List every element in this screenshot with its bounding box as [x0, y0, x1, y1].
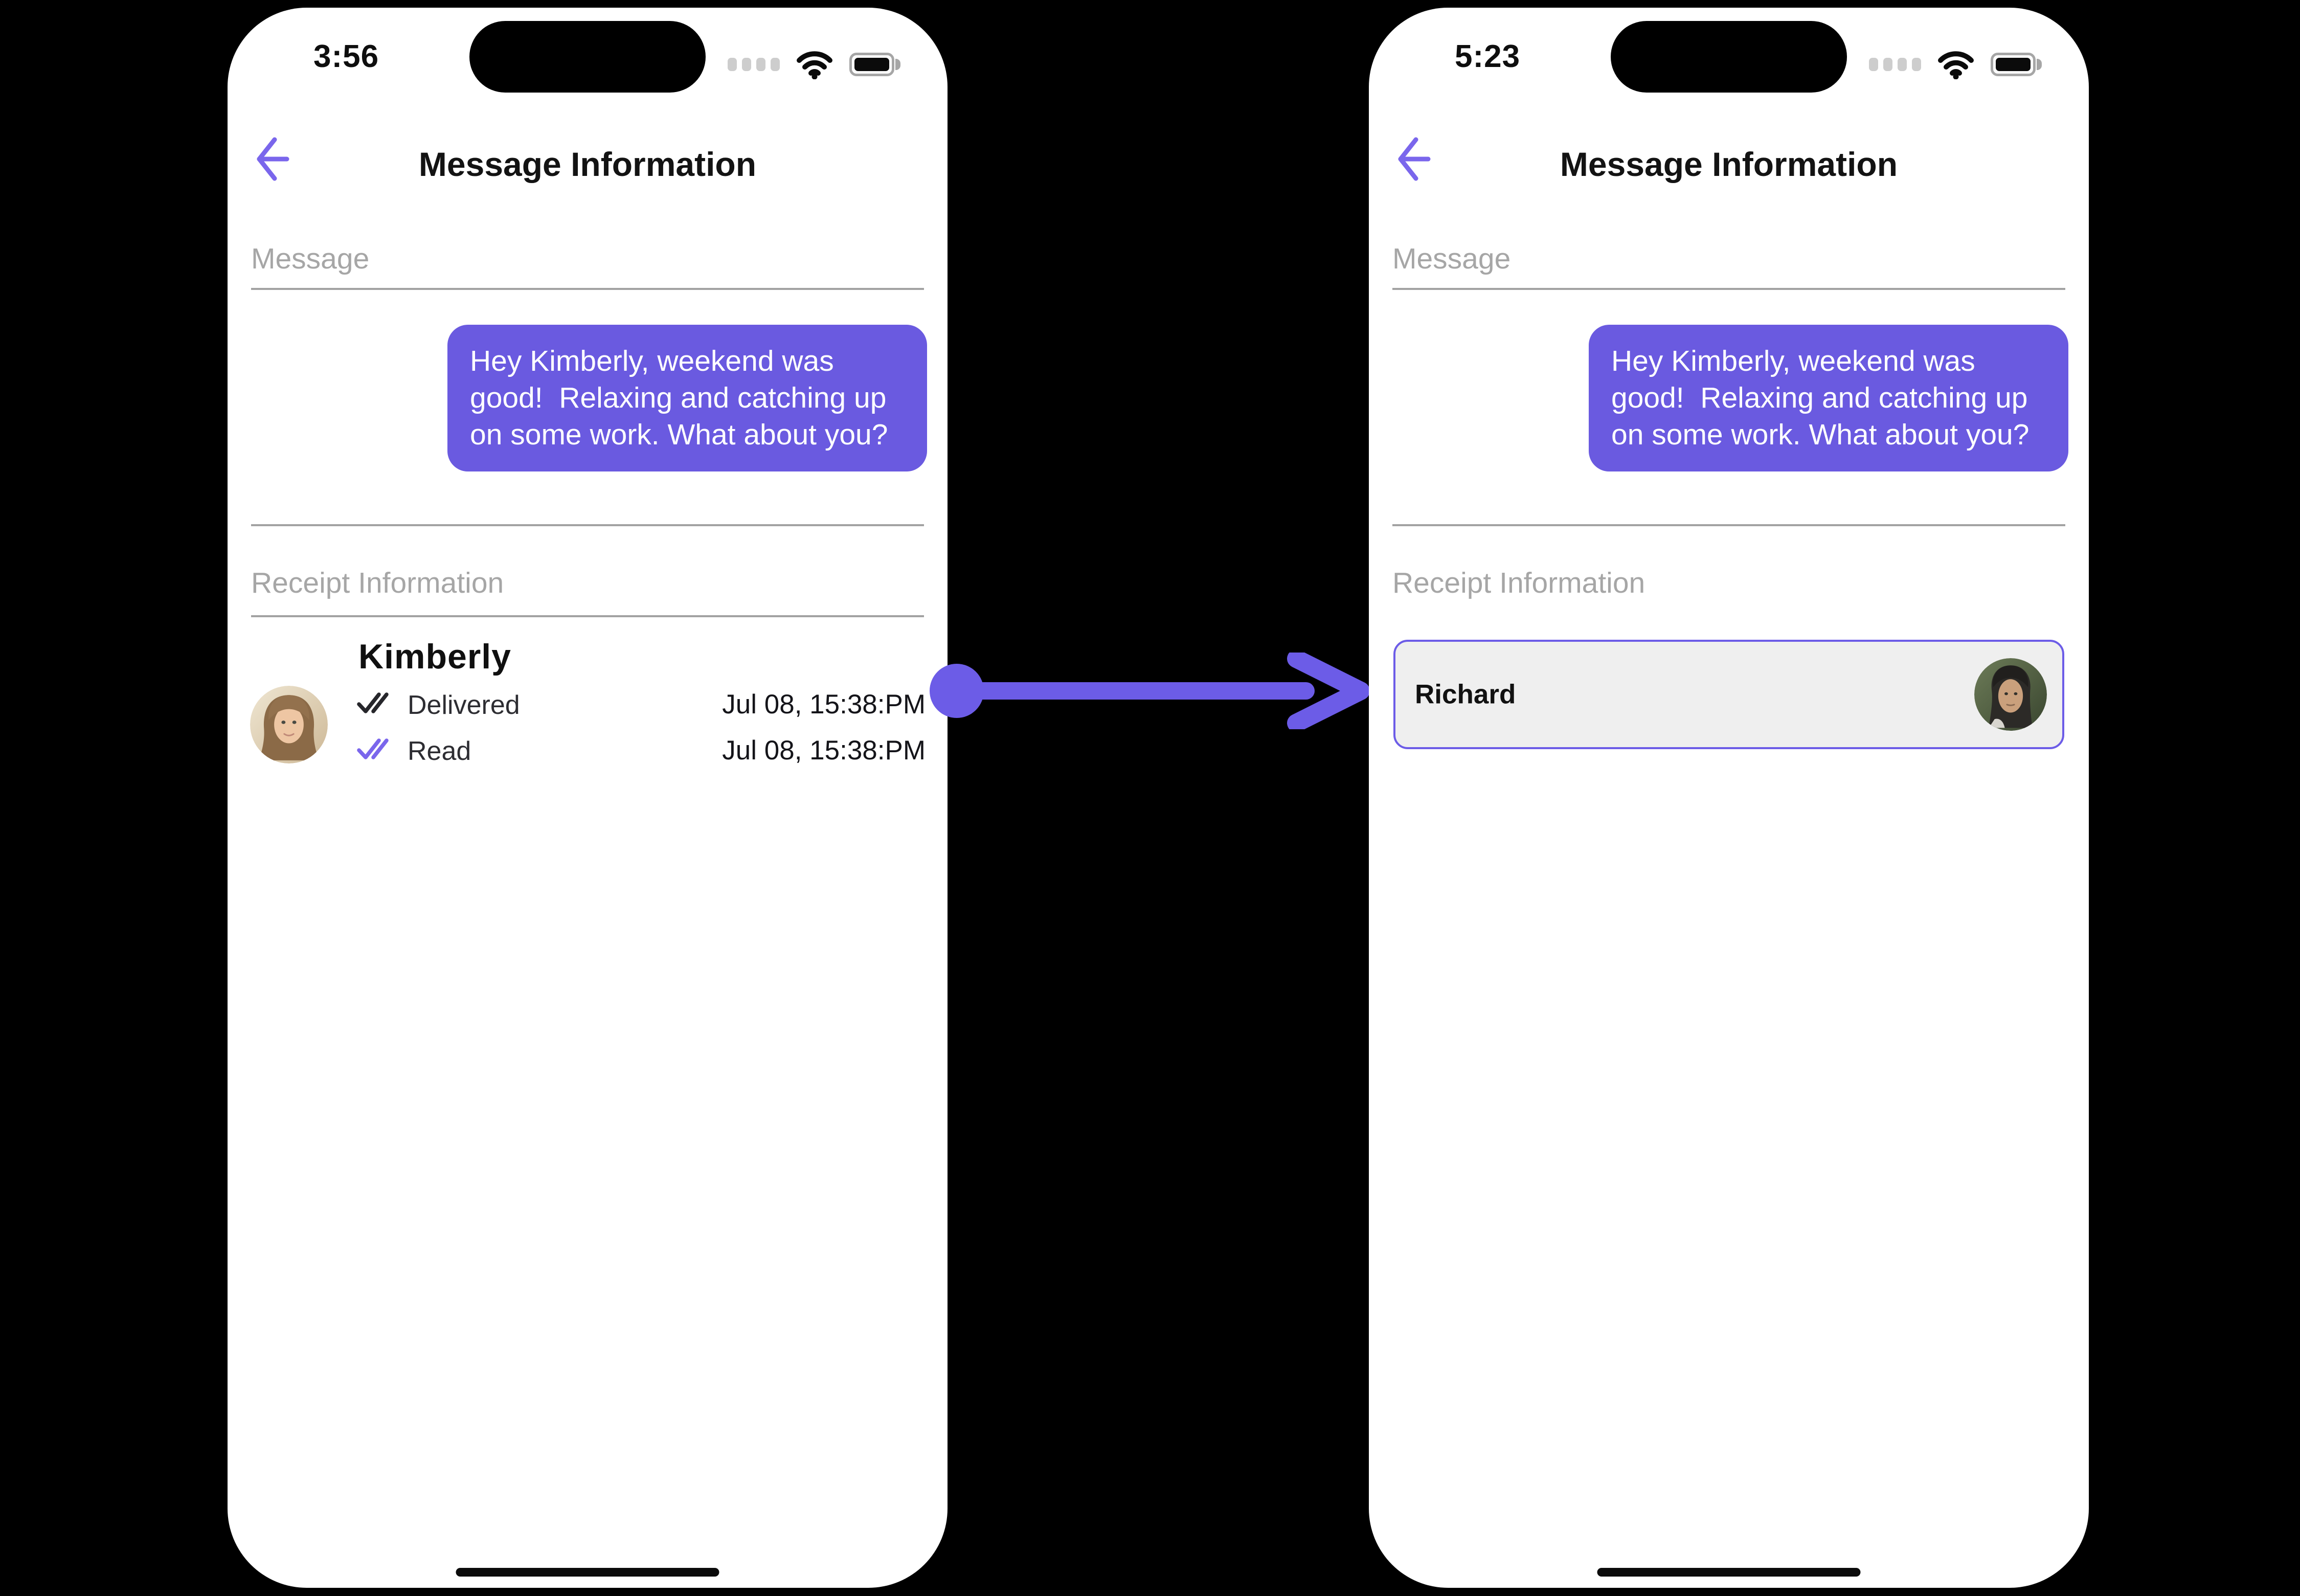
kimberly-avatar	[250, 686, 328, 763]
back-button[interactable]	[254, 136, 291, 183]
delivered-status-label: Delivered	[408, 690, 520, 720]
message-bubble: Hey Kimberly, weekend was good! Relaxing…	[1589, 325, 2068, 472]
back-arrow-icon	[257, 137, 289, 181]
cellular-signal-icon	[1869, 58, 1921, 71]
page-title: Message Information	[1560, 145, 1898, 183]
recipient-row-richard[interactable]: Richard	[1393, 640, 2064, 749]
read-status-row: Read Jul 08, 15:38:PM	[356, 734, 926, 767]
message-bubble: Hey Kimberly, weekend was good! Relaxing…	[447, 325, 927, 472]
section-divider	[1392, 288, 2065, 290]
status-bar-time: 5:23	[1455, 39, 1521, 74]
contact-name: Kimberly	[358, 637, 511, 676]
receipt-section-label: Receipt Information	[1392, 567, 1645, 599]
delivered-timestamp: Jul 08, 15:38:PM	[722, 689, 926, 720]
read-timestamp: Jul 08, 15:38:PM	[722, 735, 926, 766]
recipient-name: Richard	[1415, 679, 1516, 710]
status-bar-time: 3:56	[313, 39, 379, 74]
home-indicator[interactable]	[456, 1568, 719, 1577]
wifi-icon	[796, 50, 833, 79]
section-divider	[251, 524, 924, 526]
battery-icon	[1991, 53, 2042, 76]
back-button[interactable]	[1395, 136, 1432, 183]
transition-arrow-icon	[927, 653, 1372, 729]
message-section-label: Message	[251, 242, 370, 275]
section-divider	[251, 615, 924, 617]
section-divider	[1392, 524, 2065, 526]
delivered-status-row: Delivered Jul 08, 15:38:PM	[356, 688, 926, 721]
receipt-section-label: Receipt Information	[251, 567, 504, 599]
page-title: Message Information	[418, 145, 757, 183]
battery-icon	[849, 53, 900, 76]
back-arrow-icon	[1398, 137, 1431, 181]
wifi-icon	[1937, 50, 1974, 79]
phone-frame-right: 5:23 Message Information Message Hey Kim…	[1369, 8, 2089, 1588]
section-divider	[251, 288, 924, 290]
home-indicator[interactable]	[1597, 1568, 1861, 1577]
status-bar-icons	[1869, 50, 2042, 79]
cellular-signal-icon	[728, 58, 780, 71]
message-section-label: Message	[1392, 242, 1511, 275]
read-status-label: Read	[408, 736, 471, 766]
dynamic-island	[1611, 21, 1847, 93]
delivered-double-check-icon	[356, 690, 390, 718]
dynamic-island	[469, 21, 706, 93]
richard-avatar	[1974, 658, 2047, 731]
phone-frame-left: 3:56 Message Information Message Hey Kim…	[228, 8, 948, 1588]
read-double-check-icon	[356, 736, 390, 764]
status-bar-icons	[728, 50, 900, 79]
